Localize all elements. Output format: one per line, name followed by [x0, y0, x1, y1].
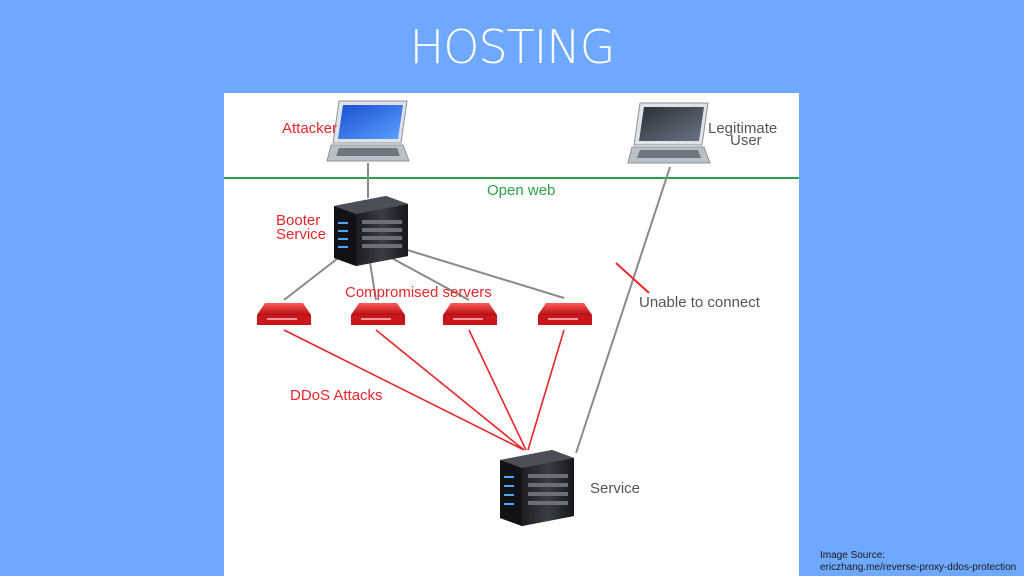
attack-line-1: [283, 329, 525, 451]
compromised-server-1-icon: [257, 303, 311, 325]
attacker-label: Attacker: [282, 120, 338, 137]
ddos-attack-lines: [283, 329, 565, 451]
diagram-graphics: [224, 100, 799, 526]
ddos-attacks-label: DDoS Attacks: [290, 387, 383, 404]
booter-to-server-3-link: [385, 254, 470, 301]
legitimate-user-label-line1: Legitimate: [708, 120, 778, 137]
legitimate-user-laptop-icon: [627, 102, 711, 164]
booter-to-server-2-link: [368, 255, 377, 301]
image-source-url: ericzhang.me/reverse-proxy-ddos-protecti…: [820, 562, 1017, 573]
image-source-heading: Image Source:: [820, 550, 886, 561]
booter-server-tower-icon: [334, 196, 408, 266]
booter-service-label-line1: Booter: [276, 212, 321, 229]
attack-line-4: [527, 329, 565, 451]
service-label: Service: [590, 480, 641, 497]
legitimate-user-label-line2: User: [730, 132, 762, 149]
ddos-diagram: Attacker Legitimate User Open web Booter…: [224, 93, 799, 576]
attack-line-2: [375, 329, 525, 451]
slide-title: HOSTING: [409, 20, 616, 74]
legit-user-link: [575, 166, 671, 454]
booter-service-label-line2: Service: [276, 226, 327, 243]
booter-to-server-4-link: [403, 248, 565, 299]
unable-to-connect-label: Unable to connect: [639, 294, 760, 311]
compromised-servers-label: Compromised servers: [345, 284, 492, 301]
booter-links: [283, 163, 671, 454]
target-server-tower-icon: [500, 450, 574, 526]
booter-service-label: Booter Service: [276, 212, 327, 243]
blocked-connection-mark: [615, 262, 650, 294]
compromised-server-2-icon: [351, 303, 405, 325]
attack-line-3: [468, 329, 527, 451]
attacker-laptop-icon: [326, 100, 410, 162]
compromised-server-3-icon: [443, 303, 497, 325]
legitimate-user-label: Legitimate User: [708, 120, 778, 149]
compromised-server-4-icon: [538, 303, 592, 325]
booter-to-server-1-link: [283, 254, 343, 301]
image-source-credit: Image Source: ericzhang.me/reverse-proxy…: [820, 550, 1016, 574]
open-web-label: Open web: [487, 182, 556, 199]
